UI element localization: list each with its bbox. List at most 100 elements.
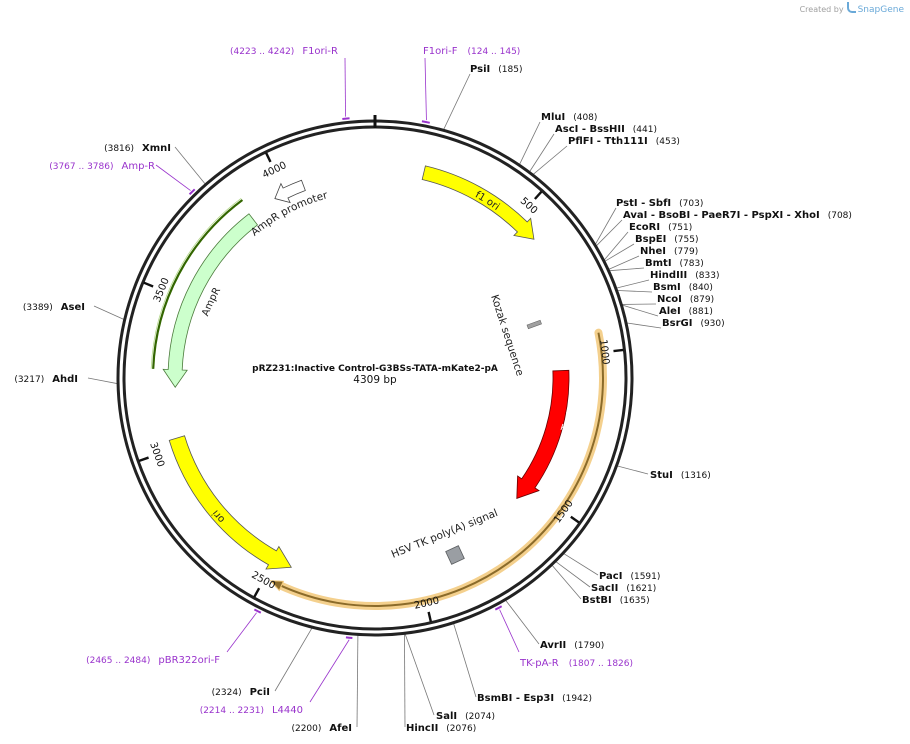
enzyme-label[interactable]: BspEI(755) (635, 234, 699, 245)
snapgene-credit: Created by SnapGene (800, 2, 904, 15)
enzyme-position: (3389) (23, 303, 53, 313)
enzyme-label[interactable]: BsmI(840) (653, 282, 713, 293)
enzyme-label[interactable]: BmtI (783) (645, 258, 704, 269)
primer-labels: (4223 .. 4242)F1ori-R F1ori-F(124 .. 145)… (49, 46, 633, 716)
primer-mark[interactable] (342, 117, 350, 121)
plasmid-backbone (116, 115, 634, 637)
tick-mark (253, 587, 261, 598)
enzyme-leader (274, 627, 313, 692)
enzyme-leader (609, 267, 645, 272)
enzyme-leader (616, 279, 650, 289)
enzyme-label[interactable]: PacI(1591) (599, 571, 660, 582)
enzyme-leader (404, 634, 406, 728)
enzyme-leader (519, 121, 541, 165)
enzyme-label[interactable]: HincII(2076) (406, 723, 476, 734)
enzyme-label[interactable]: (2324)PciI (212, 687, 270, 698)
enzyme-label[interactable]: BsmBI - Esp3I(1942) (477, 693, 592, 704)
ampr-direction-line (152, 199, 244, 369)
enzyme-name: NheI (640, 246, 666, 257)
enzyme-name: PflFI - Tth111I (568, 136, 648, 147)
enzyme-leader (627, 322, 662, 329)
primer-mark[interactable] (421, 120, 430, 124)
enzyme-label[interactable]: PsiI(185) (470, 64, 522, 75)
enzyme-label[interactable]: SalI (2074) (436, 711, 495, 722)
enzyme-name: SacII (591, 583, 618, 594)
enzyme-label[interactable]: PflFI - Tth111I(453) (568, 136, 680, 147)
primer-label[interactable]: (2214 .. 2231)L4440 (200, 705, 303, 716)
enzyme-position: (408) (573, 113, 597, 123)
feature-layer (150, 165, 607, 610)
ampr-feature[interactable] (162, 213, 259, 388)
primer-mark[interactable] (253, 608, 262, 614)
tick-label: 2000 (413, 595, 440, 611)
enzyme-name: StuI (650, 470, 673, 481)
enzyme-leader (608, 255, 640, 270)
enzyme-label[interactable]: (3217)AhdI (14, 374, 78, 385)
enzyme-leader (595, 207, 617, 245)
f1-ori-feature[interactable] (421, 165, 535, 240)
hsv-tk-polya-feature[interactable] (445, 545, 465, 565)
enzyme-name: SalI (436, 711, 457, 722)
primer-label[interactable]: (2465 .. 2484)pBR322ori-F (86, 655, 220, 666)
tick-mark (143, 281, 154, 288)
primer-label[interactable]: (3767 .. 3786)Amp-R (49, 161, 155, 172)
enzyme-name: HincII (406, 723, 438, 734)
enzyme-label[interactable]: HindIII(833) (650, 270, 719, 281)
enzyme-position: (2074) (465, 712, 495, 722)
credit-prefix: Created by (799, 5, 844, 14)
enzyme-leader (453, 623, 477, 698)
enzyme-position: (1621) (626, 584, 656, 594)
enzyme-label[interactable]: BstBI(1635) (582, 595, 650, 606)
tick-marks (138, 152, 624, 622)
enzyme-label[interactable]: PstI - SbfI(703) (616, 198, 703, 209)
enzyme-leader (617, 290, 653, 293)
enzyme-label[interactable]: NheI(779) (640, 246, 698, 257)
ampr-promoter-feature[interactable] (274, 179, 306, 204)
primer-mark[interactable] (345, 636, 353, 640)
enzyme-leader (529, 133, 555, 172)
tick-mark (138, 456, 149, 463)
primer-leader (226, 612, 257, 653)
enzyme-position: (783) (680, 259, 704, 269)
ampr-label: AmpR (200, 286, 223, 318)
enzyme-leader (604, 231, 629, 261)
primer-label[interactable]: (4223 .. 4242)F1ori-R (230, 46, 338, 57)
enzyme-label[interactable]: AscI - BssHII(441) (555, 124, 657, 135)
enzyme-label[interactable]: (3816)XmnI (104, 143, 171, 154)
enzyme-name: BsrGI (662, 318, 692, 329)
snapgene-logo-icon (846, 2, 856, 13)
enzyme-label[interactable]: AleI(881) (659, 306, 713, 317)
enzyme-name: BmtI (645, 258, 672, 269)
primer-marks (188, 117, 503, 640)
enzyme-label[interactable]: AvrII(1790) (540, 640, 604, 651)
enzyme-label[interactable]: MluI(408) (541, 112, 597, 123)
primer-mark[interactable] (494, 605, 503, 611)
primer-leader (424, 57, 427, 121)
enzyme-leader (505, 600, 540, 645)
enzyme-label[interactable]: StuI(1316) (650, 470, 711, 481)
enzyme-name: BstBI (582, 595, 612, 606)
kozak-feature[interactable] (526, 319, 542, 330)
primer-leader (309, 639, 350, 703)
enzyme-name: HindIII (650, 270, 687, 281)
enzyme-label[interactable]: BsrGI(930) (662, 318, 725, 329)
enzyme-name: AhdI (52, 374, 78, 385)
enzyme-label[interactable]: (2200)AfeI (291, 723, 352, 734)
credit-brand: SnapGene (857, 5, 904, 15)
primer-mark[interactable] (188, 188, 196, 196)
primer-label[interactable]: TK-pA-R(1807 .. 1826) (519, 658, 633, 669)
enzyme-label[interactable]: SacII (1621) (591, 583, 656, 594)
tagrfp-feature[interactable] (516, 369, 570, 499)
primer-label[interactable]: F1ori-F(124 .. 145) (423, 46, 520, 57)
ori-feature[interactable] (168, 435, 292, 570)
enzyme-label[interactable]: AvaI - BsoBI - PaeR7I - PspXI - XhoI(708… (623, 210, 852, 221)
enzyme-leader (404, 634, 435, 716)
mkate-feature[interactable] (277, 332, 604, 607)
enzyme-name: BsmBI - Esp3I (477, 693, 554, 704)
enzyme-label[interactable]: (3389)AseI (23, 302, 85, 313)
enzyme-position: (703) (679, 199, 703, 209)
enzyme-leader (356, 635, 359, 728)
enzyme-label[interactable]: EcoRI(751) (629, 222, 692, 233)
enzyme-label[interactable]: NcoI(879) (657, 294, 714, 305)
